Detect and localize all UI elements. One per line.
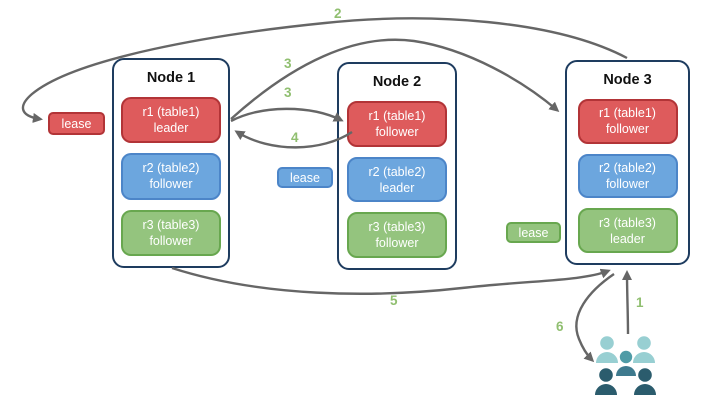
node-1-title: Node 1	[146, 70, 196, 86]
arrow-step-6-node3-to-users	[575, 273, 615, 363]
node-3-replica-r3: r3 (table3) leader	[577, 208, 678, 254]
step-label-4: 4	[291, 130, 299, 145]
replica-role: leader	[153, 121, 189, 136]
replica-role: follower	[149, 177, 193, 192]
step-label-6: 6	[556, 319, 564, 334]
node-3-replica-r1: r1 (table1) follower	[577, 99, 678, 144]
replica-name: r2 (table2)	[368, 164, 426, 179]
node-2-box: Node 2 r1 (table1) follower r2 (table2) …	[337, 62, 457, 270]
node-2-replica-r1: r1 (table1) follower	[347, 101, 447, 147]
node-1-replica-r1: r1 (table1) leader	[121, 97, 221, 144]
replica-name: r3 (table3)	[368, 220, 426, 235]
replica-role: follower	[605, 177, 650, 191]
replica-name: r1 (table1)	[599, 106, 656, 121]
step-label-3b: 3	[284, 85, 292, 100]
node-1-box: Node 1 r1 (table1) leader r2 (table2) fo…	[112, 58, 230, 268]
node-2-replica-r3: r3 (table3) follower	[347, 212, 447, 259]
node-3-box: Node 3 r1 (table1) follower r2 (table2) …	[565, 60, 690, 265]
node-1-replica-r2: r2 (table2) follower	[121, 153, 221, 200]
replica-name: r1 (table1)	[142, 105, 200, 120]
replica-name: r3 (table3)	[599, 215, 656, 230]
step-label-1: 1	[636, 295, 644, 310]
replica-name: r2 (table2)	[142, 161, 200, 176]
replica-role: follower	[149, 233, 193, 248]
lease-badge-table2: lease	[277, 167, 333, 188]
node-1-replica-r3: r3 (table3) follower	[121, 209, 221, 256]
replica-name: r1 (table1)	[368, 108, 426, 123]
arrow-step-5-node1-to-node3	[171, 266, 611, 295]
arrow-step-1-users-to-node3	[621, 269, 633, 335]
arrow-step-3-leader-to-node2	[230, 107, 344, 123]
node-3-title: Node 3	[603, 72, 652, 88]
step-label-3a: 3	[284, 56, 292, 71]
step-label-2: 2	[334, 6, 342, 21]
lease-badge-table3: lease	[506, 222, 561, 243]
step-label-5: 5	[390, 293, 398, 308]
node-2-replica-r2: r2 (table2) leader	[347, 156, 447, 203]
node-3-replica-r2: r2 (table2) follower	[577, 153, 678, 199]
replica-name: r2 (table2)	[599, 161, 656, 175]
node-2-title: Node 2	[372, 74, 422, 90]
replica-name: r3 (table3)	[142, 217, 200, 232]
replica-role: follower	[605, 122, 650, 137]
users-icon	[595, 336, 656, 395]
replica-role: follower	[375, 236, 419, 251]
replica-role: leader	[379, 180, 415, 195]
replica-role: leader	[610, 231, 645, 246]
replica-role: follower	[375, 124, 419, 139]
lease-badge-table1: lease	[48, 112, 105, 135]
